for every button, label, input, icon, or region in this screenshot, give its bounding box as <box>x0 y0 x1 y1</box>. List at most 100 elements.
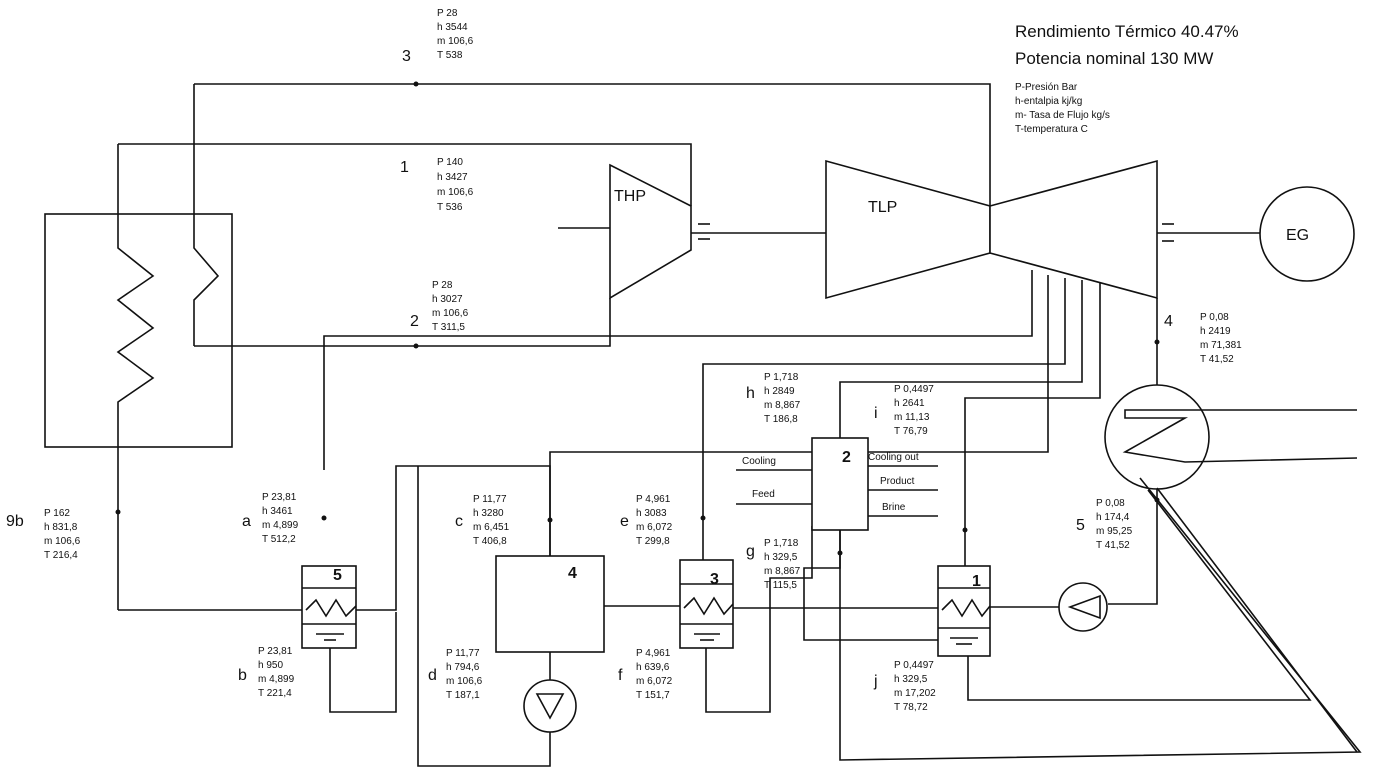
state-id: i <box>874 405 878 422</box>
state-h: h 174,4 <box>1096 512 1130 523</box>
tlp-turbine <box>825 159 991 300</box>
state-h: h 3461 <box>262 506 293 517</box>
condenser <box>1104 384 1210 490</box>
state-p: P 0,4497 <box>894 384 934 395</box>
drain-line-1 <box>967 489 1312 701</box>
state-id: f <box>618 667 623 684</box>
state-m: m 8,867 <box>764 400 801 411</box>
state-p: P 0,08 <box>1096 498 1125 509</box>
state-p: P 1,718 <box>764 538 799 549</box>
heater-coil <box>305 598 357 618</box>
thp-label: THP <box>614 188 646 205</box>
state-t: T 41,52 <box>1096 540 1130 551</box>
state-m: m 6,072 <box>636 522 673 533</box>
desal-cooling-in: Cooling <box>742 456 776 467</box>
state-1: 1 P 140 h 3427 m 106,6 T 536 <box>400 157 474 213</box>
state-h: h P 1,718 h 2849 m 8,867 T 186,8 <box>746 372 801 425</box>
state-j: j P 0,4497 h 329,5 m 17,202 T 78,72 <box>873 660 936 713</box>
extraction-e-line <box>702 278 1066 560</box>
state-a: a P 23,81 h 3461 m 4,899 T 512,2 <box>242 492 299 545</box>
state-p: P 28 <box>432 280 453 291</box>
state-m: m 71,381 <box>1200 340 1242 351</box>
legend-line: h-entalpia kj/kg <box>1015 96 1082 107</box>
state-id: a <box>242 513 251 530</box>
state-t: T 216,4 <box>44 550 78 561</box>
state-id: c <box>455 513 463 530</box>
state-t: T 536 <box>437 202 463 213</box>
state-h: h 639,6 <box>636 662 670 673</box>
state-9b: 9b P 162 h 831,8 m 106,6 T 216,4 <box>6 508 81 561</box>
heater4-label: 4 <box>568 565 577 582</box>
extraction-i-line <box>964 283 1101 566</box>
state-h: h 950 <box>258 660 283 671</box>
junction-dots <box>115 81 1160 556</box>
line-reheat-steam <box>194 83 991 206</box>
state-e: e P 4,961 h 3083 m 6,072 T 299,8 <box>620 494 673 547</box>
state-p: P 162 <box>44 508 70 519</box>
state-id: j <box>873 673 878 690</box>
state-c: c P 11,77 h 3280 m 6,451 T 406,8 <box>455 494 510 547</box>
state-p: P 0,08 <box>1200 312 1229 323</box>
extraction-h-line <box>839 280 1083 438</box>
state-t: T 78,72 <box>894 702 928 713</box>
drain-line-2 <box>839 477 1362 761</box>
state-id: 2 <box>410 313 419 330</box>
state-id: 9b <box>6 513 24 530</box>
drain-g <box>803 530 938 641</box>
legend: P-Presión Bar h-entalpia kj/kg m- Tasa d… <box>1015 82 1110 135</box>
heater-coil <box>683 596 734 616</box>
desal-cooling-out: Cooling out <box>868 452 919 463</box>
state-d: d P 11,77 h 794,6 m 106,6 T 187,1 <box>428 648 483 701</box>
feed-pump <box>523 679 577 733</box>
state-m: m 106,6 <box>437 187 474 198</box>
legend-line: T-temperatura C <box>1015 124 1088 135</box>
pump-arrow <box>1067 594 1101 620</box>
state-id: b <box>238 667 247 684</box>
state-m: m 6,451 <box>473 522 510 533</box>
state-t: T 512,2 <box>262 534 296 545</box>
state-h: h 329,5 <box>764 552 798 563</box>
state-h: h 2641 <box>894 398 925 409</box>
state-p: P 4,961 <box>636 494 671 505</box>
desal-product: Product <box>880 476 915 487</box>
desal-label: 2 <box>842 449 851 466</box>
state-id: e <box>620 513 629 530</box>
state-p: P 0,4497 <box>894 660 934 671</box>
state-t: T 41,52 <box>1200 354 1234 365</box>
state-t: T 406,8 <box>473 536 507 547</box>
line-cold-reheat <box>194 298 611 347</box>
state-4: 4 P 0,08 h 2419 m 71,381 T 41,52 <box>1164 312 1242 365</box>
state-h: h 3083 <box>636 508 667 519</box>
state-h: h 794,6 <box>446 662 480 673</box>
state-p: P 23,81 <box>258 646 293 657</box>
extraction-a-line <box>323 270 1033 470</box>
state-h: h 3027 <box>432 294 463 305</box>
drain-h5 <box>329 612 397 713</box>
state-m: m 106,6 <box>44 536 81 547</box>
state-m: m 11,13 <box>894 412 930 423</box>
desal-feed-in: Feed <box>752 489 775 500</box>
state-m: m 6,072 <box>636 676 673 687</box>
heater5-label: 5 <box>333 567 342 584</box>
state-p: P 11,77 <box>473 494 507 505</box>
state-m: m 95,25 <box>1096 526 1133 537</box>
state-f: f P 4,961 h 639,6 m 6,072 T 151,7 <box>618 648 673 701</box>
state-p: P 28 <box>437 8 458 19</box>
condenser-coil <box>1122 409 1358 463</box>
state-p: P 11,77 <box>446 648 480 659</box>
tlp-turbine-outlet <box>989 159 1158 300</box>
state-h: h 3427 <box>437 172 468 183</box>
condensate-line <box>1108 489 1158 605</box>
state-h: h 329,5 <box>894 674 928 685</box>
drain-line-condenser <box>1156 487 1358 753</box>
state-m: m 106,6 <box>437 36 474 47</box>
thp-turbine <box>609 163 692 300</box>
state-p: P 4,961 <box>636 648 671 659</box>
state-5: 5 P 0,08 h 174,4 m 95,25 T 41,52 <box>1076 498 1133 551</box>
state-b: b P 23,81 h 950 m 4,899 T 221,4 <box>238 646 295 699</box>
power-text: Potencia nominal 130 MW <box>1015 49 1213 68</box>
state-h: h 2849 <box>764 386 795 397</box>
state-id: g <box>746 543 755 560</box>
desal-brine: Brine <box>882 502 906 513</box>
